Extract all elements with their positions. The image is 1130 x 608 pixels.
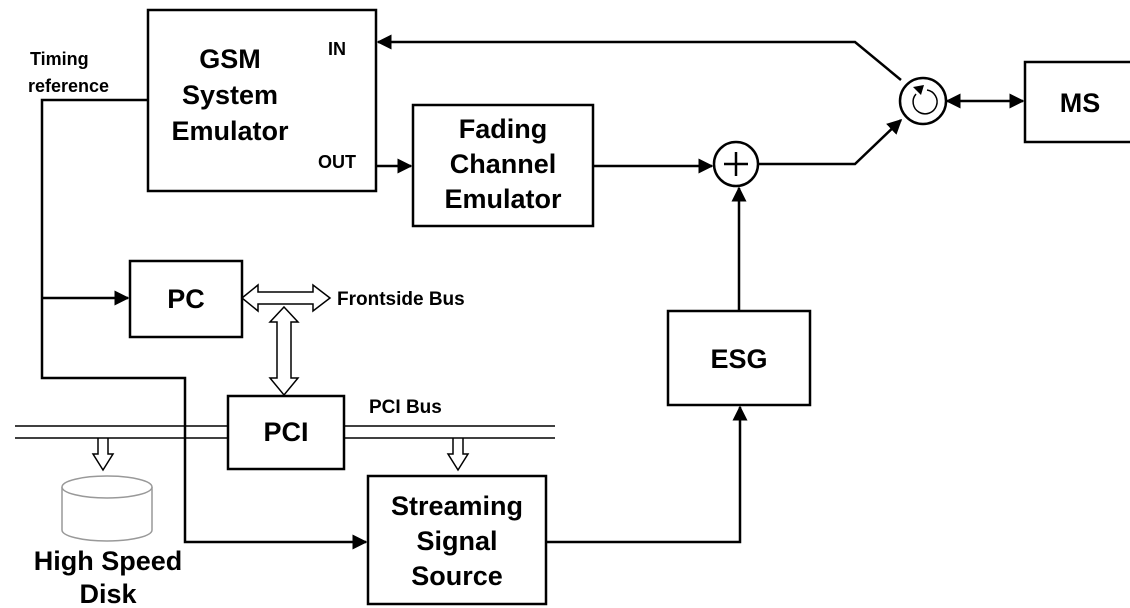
disk-label-line1: High Speed <box>34 546 183 576</box>
gsm-in-port-label: IN <box>328 39 346 59</box>
ms-label: MS <box>1060 88 1101 118</box>
fading-label-line3: Emulator <box>444 184 562 214</box>
fading-label-line2: Channel <box>450 149 557 179</box>
streaming-label-line1: Streaming <box>391 491 523 521</box>
timing-label-line1: Timing <box>30 49 89 69</box>
streaming-bus-tap <box>446 438 470 472</box>
disk-bus-tap <box>91 438 115 472</box>
gsm-out-port-label: OUT <box>318 152 356 172</box>
pc-block <box>128 259 244 339</box>
pc-label: PC <box>167 284 205 314</box>
circulator-symbol <box>898 76 948 126</box>
pci-block <box>226 394 346 471</box>
gsm-label-line2: System <box>182 80 278 110</box>
gsm-label-line3: Emulator <box>171 116 289 146</box>
gsm-label-line1: GSM <box>199 44 261 74</box>
pci-bus-lines <box>15 425 555 439</box>
pci-bus-label: PCI Bus <box>369 397 442 418</box>
timing-label-line2: reference <box>28 76 109 96</box>
pc-pci-link-arrow <box>268 305 300 397</box>
circulator-arrow-icon <box>912 89 938 115</box>
gsm-system-emulator-block <box>146 8 378 193</box>
circulator-arrowhead-icon <box>913 85 924 95</box>
timing-reference-line <box>40 98 368 550</box>
streaming-to-esg-arrow <box>546 405 748 544</box>
streaming-signal-source-block <box>366 474 548 606</box>
fading-channel-emulator-block <box>411 103 595 228</box>
pci-label: PCI <box>263 417 308 447</box>
ms-block <box>1023 60 1130 144</box>
high-speed-disk-icon <box>61 475 153 542</box>
esg-label: ESG <box>710 344 767 374</box>
frontside-bus-label: Frontside Bus <box>337 289 465 310</box>
disk-label-line2: Disk <box>79 579 137 608</box>
streaming-label-line3: Source <box>411 561 503 591</box>
streaming-label-line2: Signal <box>416 526 497 556</box>
adder-to-circulator-arrow <box>758 118 903 166</box>
fading-label-line1: Fading <box>459 114 548 144</box>
frontside-bus-arrow <box>240 283 332 313</box>
circulator-to-gsm-in-arrow <box>376 34 902 81</box>
